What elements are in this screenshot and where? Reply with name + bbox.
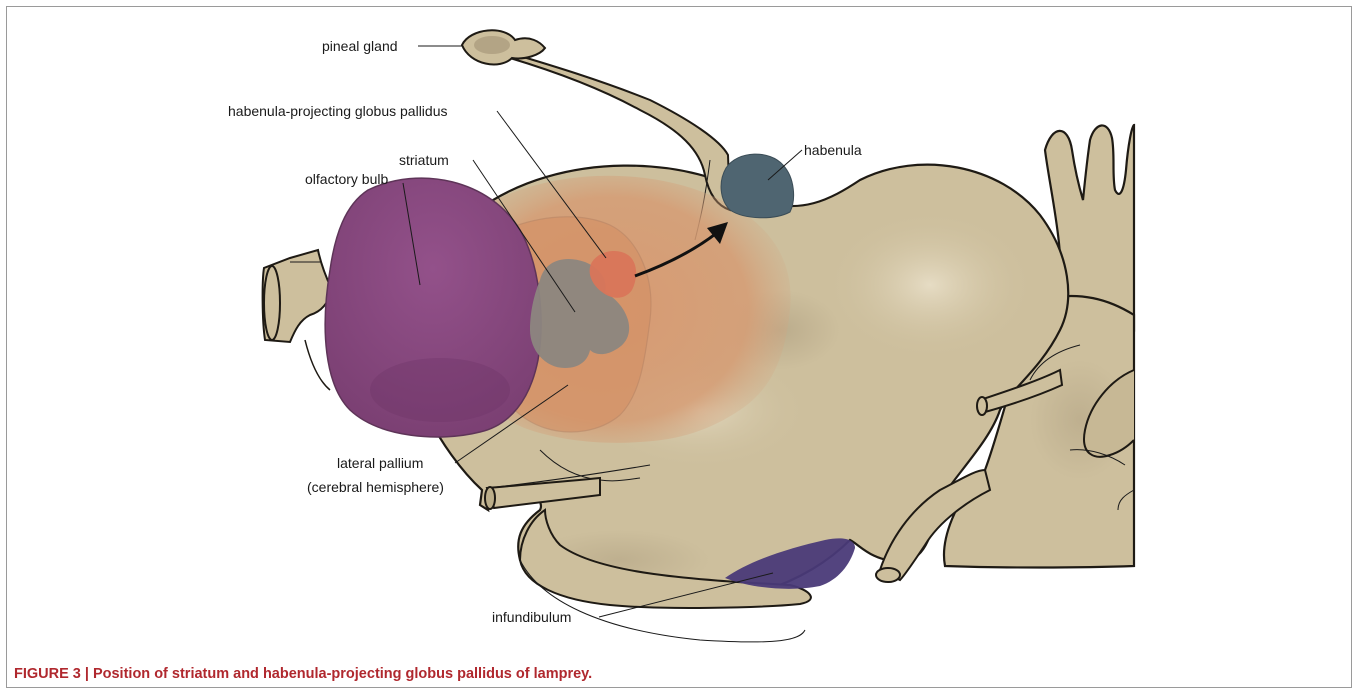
habenula-region [721, 154, 794, 218]
label-infundibulum: infundibulum [492, 609, 571, 625]
label-striatum: striatum [399, 152, 449, 168]
label-habenula-projecting-globus-pallidus: habenula-projecting globus pallidus [228, 103, 448, 119]
figure-caption-text: Position of striatum and habenula-projec… [93, 666, 592, 682]
olfactory-bulb [263, 178, 541, 437]
figure-caption: FIGURE 3 |Position of striatum and haben… [14, 666, 592, 682]
label-cerebral-hemisphere: (cerebral hemisphere) [307, 479, 444, 495]
figure-number: FIGURE 3 | [14, 666, 89, 682]
label-olfactory-bulb: olfactory bulb [305, 171, 388, 187]
label-habenula: habenula [804, 142, 862, 158]
label-lateral-pallium: lateral pallium [337, 455, 423, 471]
label-pineal-gland: pineal gland [322, 38, 398, 54]
lamprey-brain-diagram: pineal gland habenula-projecting globus … [0, 0, 1360, 660]
